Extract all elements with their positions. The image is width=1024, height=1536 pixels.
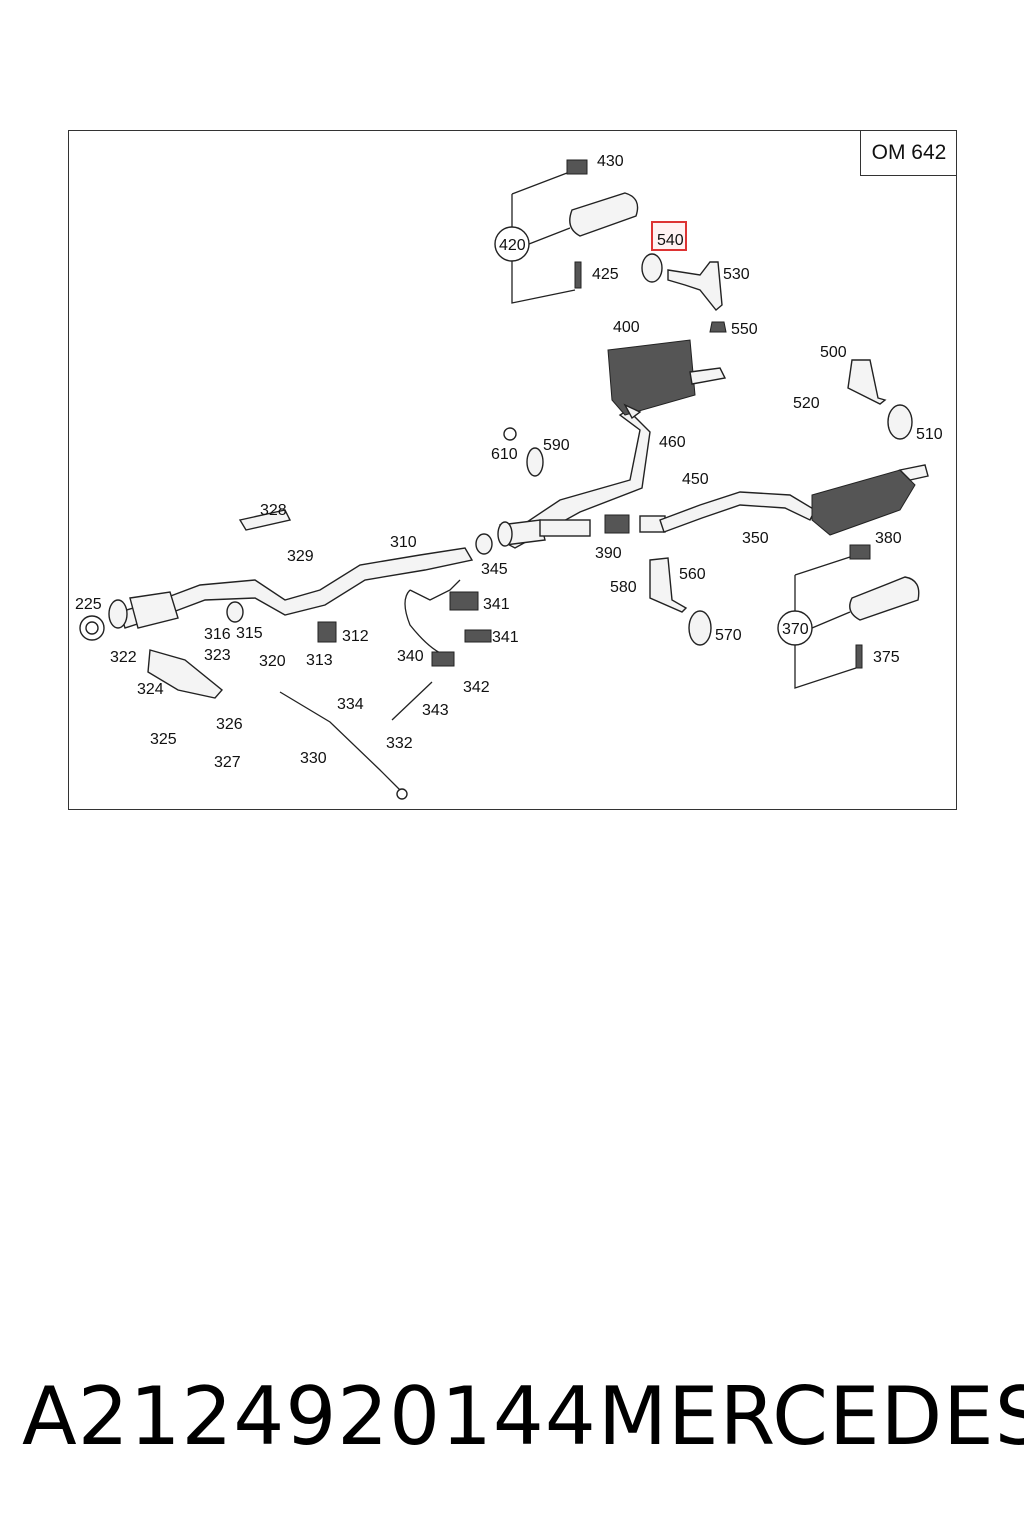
callout-label: 340 <box>397 648 424 665</box>
callout-label: 324 <box>137 681 164 698</box>
clamp-390 <box>604 514 630 534</box>
callout-label: 610 <box>491 446 518 463</box>
callout-label: 460 <box>659 434 686 451</box>
hanger-570 <box>688 610 712 646</box>
callout-label: 327 <box>214 754 241 771</box>
callout-label: 332 <box>386 735 413 752</box>
footer-part-number: A2124920144 <box>22 1370 597 1463</box>
bracket-530 <box>667 261 723 311</box>
callout-label: 420 <box>499 237 526 254</box>
callout-label: 328 <box>260 502 287 519</box>
callout-label: 550 <box>731 321 758 338</box>
callout-label: 560 <box>679 566 706 583</box>
callout-label: 323 <box>204 647 231 664</box>
callout-label: 590 <box>543 437 570 454</box>
callout-label: 225 <box>75 596 102 613</box>
connector-pipe <box>497 409 666 549</box>
callout-label: 342 <box>463 679 490 696</box>
bolt-550 <box>709 321 727 333</box>
callout-label: 580 <box>610 579 637 596</box>
callout-label: 329 <box>287 548 314 565</box>
callout-label: 400 <box>613 319 640 336</box>
clip-380 <box>849 544 871 560</box>
highlight-box-540 <box>651 221 687 251</box>
callout-label: 325 <box>150 731 177 748</box>
callout-label: 500 <box>820 344 847 361</box>
callout-label: 370 <box>782 621 809 638</box>
callout-label: 450 <box>682 471 709 488</box>
group-bracket-420 <box>494 172 576 304</box>
hanger-540 <box>641 253 663 283</box>
rear-pipe-350 <box>659 491 816 533</box>
bracket-560 <box>649 557 688 613</box>
callout-label: 343 <box>422 702 449 719</box>
callout-label: 313 <box>306 652 333 669</box>
callout-label: 375 <box>873 649 900 666</box>
callout-label: 570 <box>715 627 742 644</box>
rear-silencer-350 <box>811 464 929 536</box>
catalyst-225 <box>79 615 105 641</box>
clip-430 <box>566 159 588 175</box>
callout-label: 315 <box>236 625 263 642</box>
callout-label: 320 <box>259 653 286 670</box>
tailpipe-trim-420 <box>569 192 639 237</box>
callout-label: 510 <box>916 426 943 443</box>
callout-label: 341 <box>492 629 519 646</box>
callout-label: 312 <box>342 628 369 645</box>
callout-label: 425 <box>592 266 619 283</box>
callout-label: 334 <box>337 696 364 713</box>
callout-label: 430 <box>597 153 624 170</box>
callout-label: 345 <box>481 561 508 578</box>
callout-label: 380 <box>875 530 902 547</box>
bolt-425 <box>574 261 582 289</box>
hanger-590 <box>526 447 544 477</box>
callout-label: 390 <box>595 545 622 562</box>
callout-label: 326 <box>216 716 243 733</box>
callout-label: 316 <box>204 626 231 643</box>
callout-labels: 225 310 312 313 315 316 320 322 323 324 … <box>75 153 943 771</box>
callout-label: 322 <box>110 649 137 666</box>
hanger-510 <box>887 404 913 440</box>
callout-label: 330 <box>300 750 327 767</box>
nut-610 <box>503 427 517 441</box>
mount-315 <box>226 601 244 623</box>
callout-label: 540 <box>657 232 684 249</box>
link-328 <box>238 509 292 531</box>
callout-label: 520 <box>793 395 820 412</box>
footer-brand: MERCEDES <box>598 1370 1024 1463</box>
bracket-500 <box>847 359 887 405</box>
group-bracket-370 <box>777 556 857 689</box>
sensor-line-340 <box>404 579 461 667</box>
brackets-341 <box>449 591 492 643</box>
engine-code-label: OM 642 <box>860 130 957 176</box>
footer: A2124920144 MERCEDES <box>0 1370 1024 1470</box>
callout-label: 530 <box>723 266 750 283</box>
bolt-375 <box>855 644 863 669</box>
front-silencer-400 <box>607 339 727 420</box>
callout-label: 350 <box>742 530 769 547</box>
bracket-312 <box>317 621 337 643</box>
callout-label: 310 <box>390 534 417 551</box>
tailpipe-trim-370 <box>849 576 920 621</box>
sensor-line-330 <box>279 681 433 800</box>
bracket-324 <box>147 649 224 699</box>
front-pipe-310 <box>108 547 474 629</box>
clamp-345 <box>475 533 493 555</box>
diagram-frame <box>68 130 957 810</box>
callout-label: 341 <box>483 596 510 613</box>
